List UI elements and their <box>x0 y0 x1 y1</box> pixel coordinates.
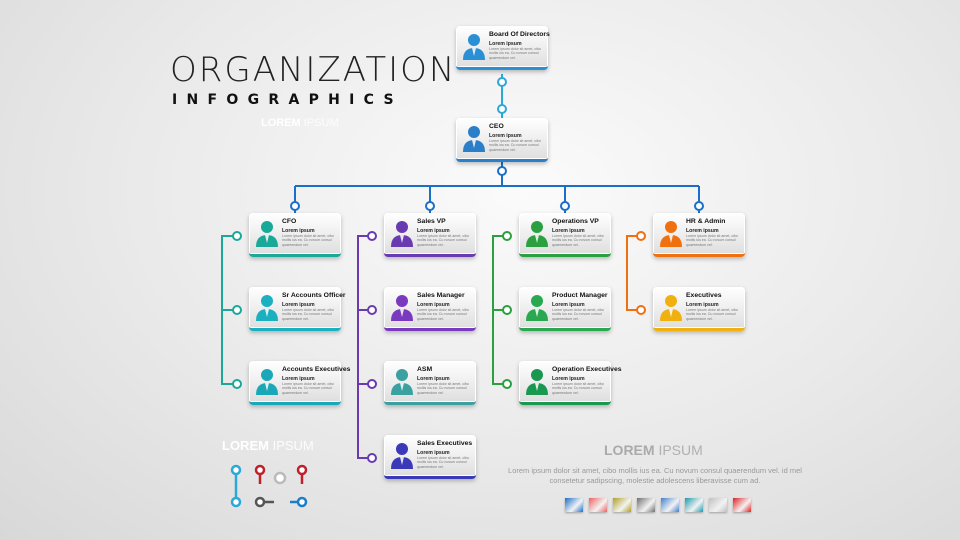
person-icon <box>391 443 413 469</box>
color-swatch <box>733 498 751 512</box>
card-title: ASM <box>417 366 433 373</box>
color-swatch <box>637 498 655 512</box>
card-text: Lorem ipsum dolor sit amet, cibo mollis … <box>489 47 541 60</box>
person-icon <box>256 221 278 247</box>
card-subtitle: Lorem ipsum <box>282 302 315 308</box>
card-text: Lorem ipsum dolor sit amet, cibo mollis … <box>417 456 469 469</box>
card-text: Lorem ipsum dolor sit amet, cibo mollis … <box>552 234 604 247</box>
card-title: CFO <box>282 218 297 225</box>
card-text: Lorem ipsum dolor sit amet, cibo mollis … <box>282 308 334 321</box>
card-title: Product Manager <box>552 292 608 299</box>
card-text: Lorem ipsum dolor sit amet, cibo mollis … <box>417 308 469 321</box>
page-subtitle: INFOGRAPHICS <box>172 92 403 108</box>
card-text: Lorem ipsum dolor sit amet, cibo mollis … <box>686 308 738 321</box>
card-subtitle: Lorem ipsum <box>282 376 315 382</box>
card-subtitle: Lorem ipsum <box>417 228 450 234</box>
page-title: ORGANIZATION <box>170 50 457 90</box>
card-text: Lorem ipsum dolor sit amet, cibo mollis … <box>417 234 469 247</box>
color-swatches <box>565 498 751 512</box>
person-icon <box>660 221 682 247</box>
person-icon <box>256 369 278 395</box>
card-title: Sales VP <box>417 218 446 225</box>
person-icon <box>526 369 548 395</box>
card-title: Operation Executives <box>552 366 622 373</box>
card-subtitle: Lorem ipsum <box>282 228 315 234</box>
card-text: Lorem ipsum dolor sit amet, cibo mollis … <box>552 382 604 395</box>
card-subtitle: Lorem ipsum <box>489 41 522 47</box>
card-title: Executives <box>686 292 722 299</box>
person-icon <box>391 221 413 247</box>
color-swatch <box>565 498 583 512</box>
card-subtitle: Lorem ipsum <box>686 228 719 234</box>
card-text: Lorem ipsum dolor sit amet, cibo mollis … <box>282 382 334 395</box>
card-subtitle: Lorem ipsum <box>552 376 585 382</box>
legend-tag: LOREM IPSUM <box>222 438 314 453</box>
card-subtitle: Lorem ipsum <box>552 228 585 234</box>
footer-description: Lorem ipsum dolor sit amet, cibo mollis … <box>508 466 802 485</box>
card-subtitle: Lorem ipsum <box>417 376 450 382</box>
header-tag: LOREM IPSUM <box>261 117 339 129</box>
color-swatch <box>589 498 607 512</box>
card-title: Operations VP <box>552 218 599 225</box>
footer-heading: LOREM IPSUM <box>604 442 703 458</box>
card-subtitle: Lorem ipsum <box>686 302 719 308</box>
card-text: Lorem ipsum dolor sit amet, cibo mollis … <box>282 234 334 247</box>
card-title: Board Of Directors <box>489 31 550 38</box>
person-icon <box>463 126 485 152</box>
card-subtitle: Lorem ipsum <box>489 133 522 139</box>
person-icon <box>463 34 485 60</box>
person-icon <box>526 295 548 321</box>
card-text: Lorem ipsum dolor sit amet, cibo mollis … <box>686 234 738 247</box>
person-icon <box>391 295 413 321</box>
person-icon <box>391 369 413 395</box>
card-title: Sales Manager <box>417 292 465 299</box>
color-swatch <box>661 498 679 512</box>
color-swatch <box>709 498 727 512</box>
person-icon <box>256 295 278 321</box>
person-icon <box>526 221 548 247</box>
card-subtitle: Lorem ipsum <box>417 450 450 456</box>
color-swatch <box>613 498 631 512</box>
card-text: Lorem ipsum dolor sit amet, cibo mollis … <box>552 308 604 321</box>
card-title: Sr Accounts Officer <box>282 292 346 299</box>
card-text: Lorem ipsum dolor sit amet, cibo mollis … <box>417 382 469 395</box>
card-title: HR & Admin <box>686 218 726 225</box>
connector-legend <box>230 464 308 508</box>
card-text: Lorem ipsum dolor sit amet, cibo mollis … <box>489 139 541 152</box>
card-subtitle: Lorem ipsum <box>417 302 450 308</box>
person-icon <box>660 295 682 321</box>
card-title: Sales Executives <box>417 440 473 447</box>
card-subtitle: Lorem ipsum <box>552 302 585 308</box>
color-swatch <box>685 498 703 512</box>
card-title: CEO <box>489 123 504 130</box>
card-title: Accounts Executives <box>282 366 351 373</box>
